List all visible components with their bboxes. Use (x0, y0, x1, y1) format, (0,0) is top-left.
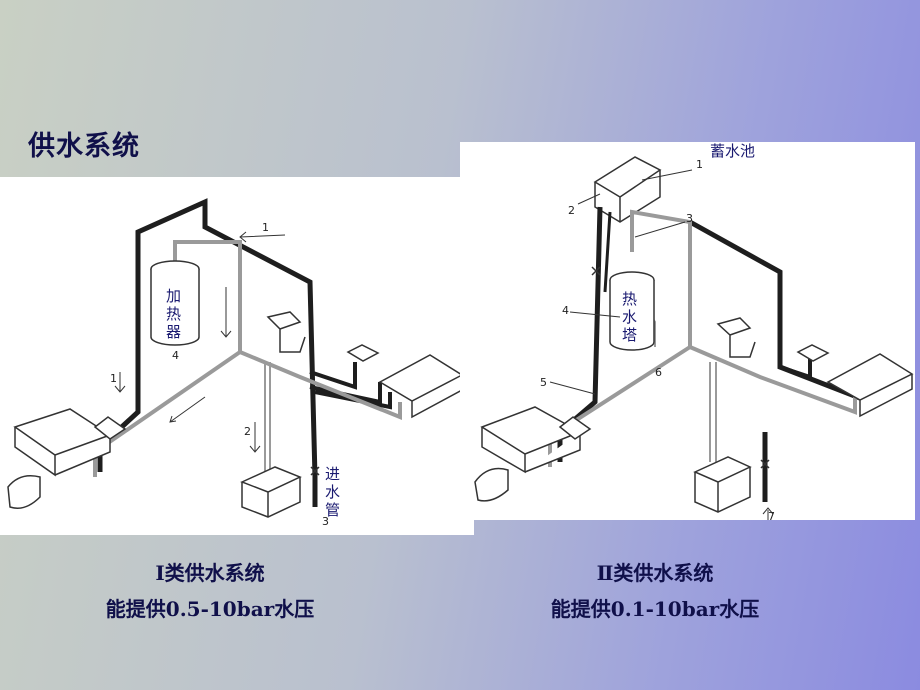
cold-pipe (135, 198, 318, 478)
pointer-4 (569, 311, 621, 318)
toilet-left (7, 475, 41, 509)
number-7: 7 (768, 510, 775, 520)
flow-arrow-5 (169, 396, 206, 423)
valve-inlet (760, 459, 770, 469)
toilet-right (266, 311, 306, 353)
type2-caption: Ⅱ类供水系统 能提供0.1-10bar水压 (535, 555, 775, 627)
flow-arrow-7 (762, 507, 774, 520)
number-4: 4 (172, 349, 179, 362)
hot-pipe-basin (264, 362, 271, 472)
sink-left (93, 416, 127, 440)
pointer-2 (577, 193, 601, 205)
hot-water-tower-label: 热 水 塔 (622, 290, 638, 344)
sink-left (558, 416, 592, 440)
reservoir-tank (593, 156, 662, 223)
toilet-left (474, 467, 509, 502)
number-1: 1 (696, 158, 703, 171)
bathtub-left (480, 406, 582, 474)
flow-arrow-2 (114, 372, 126, 393)
bathtub-right (826, 353, 914, 418)
type1-caption: Ⅰ类供水系统 能提供0.5-10bar水压 (90, 555, 330, 627)
washbasin-box (693, 456, 752, 513)
type2-diagram-panel: 1 2 3 4 5 6 7 蓄水池 热 水 塔 (460, 142, 915, 520)
type2-caption-pressure: 能提供0.1-10bar水压 (550, 597, 760, 621)
inlet-valve (310, 466, 320, 476)
number-4: 4 (562, 304, 569, 317)
number-3: 3 (686, 212, 693, 225)
number-1-top: 1 (262, 221, 269, 234)
number-2: 2 (244, 425, 251, 438)
flow-arrow-4 (220, 287, 232, 338)
slide-title: 供水系统 (28, 131, 140, 162)
number-1-left: 1 (110, 372, 117, 385)
bathtub-right (378, 354, 464, 419)
type2-caption-title: Ⅱ类供水系统 (596, 561, 714, 585)
toilet-right (716, 317, 756, 358)
sink-right (346, 344, 380, 362)
reservoir-label: 蓄水池 (710, 142, 756, 160)
heater-body (150, 269, 200, 346)
type1-caption-title: Ⅰ类供水系统 (155, 561, 265, 585)
cold-pipe-2 (603, 211, 612, 293)
hot-pipe-basin (709, 362, 717, 462)
hot-pipe-lower (93, 350, 242, 477)
inlet-pipe-label: 进 水 管 (325, 465, 341, 519)
type1-diagram: 1 1 2 4 3 (7, 198, 464, 528)
flow-arrow-3 (249, 422, 261, 453)
type1-caption-pressure: 能提供0.5-10bar水压 (105, 597, 315, 621)
washbasin-box (240, 466, 302, 518)
pointer-3 (634, 221, 686, 238)
type2-diagram: 1 2 3 4 5 6 7 (474, 156, 914, 520)
type1-diagram-panel: 1 1 2 4 3 加 热 器 进 水 管 (0, 177, 474, 535)
pointer-5 (549, 381, 596, 395)
sink-right (796, 344, 830, 362)
number-6: 6 (655, 366, 662, 379)
cold-pipe-right-branch (779, 357, 812, 380)
heater-label: 加 热 器 (166, 287, 182, 341)
valve-left (591, 266, 601, 276)
number-2: 2 (568, 204, 575, 217)
pointer-1 (641, 169, 693, 181)
number-3: 3 (322, 515, 329, 528)
tower-body (609, 280, 655, 351)
flow-arrow-1 (239, 231, 286, 243)
number-5: 5 (540, 376, 547, 389)
